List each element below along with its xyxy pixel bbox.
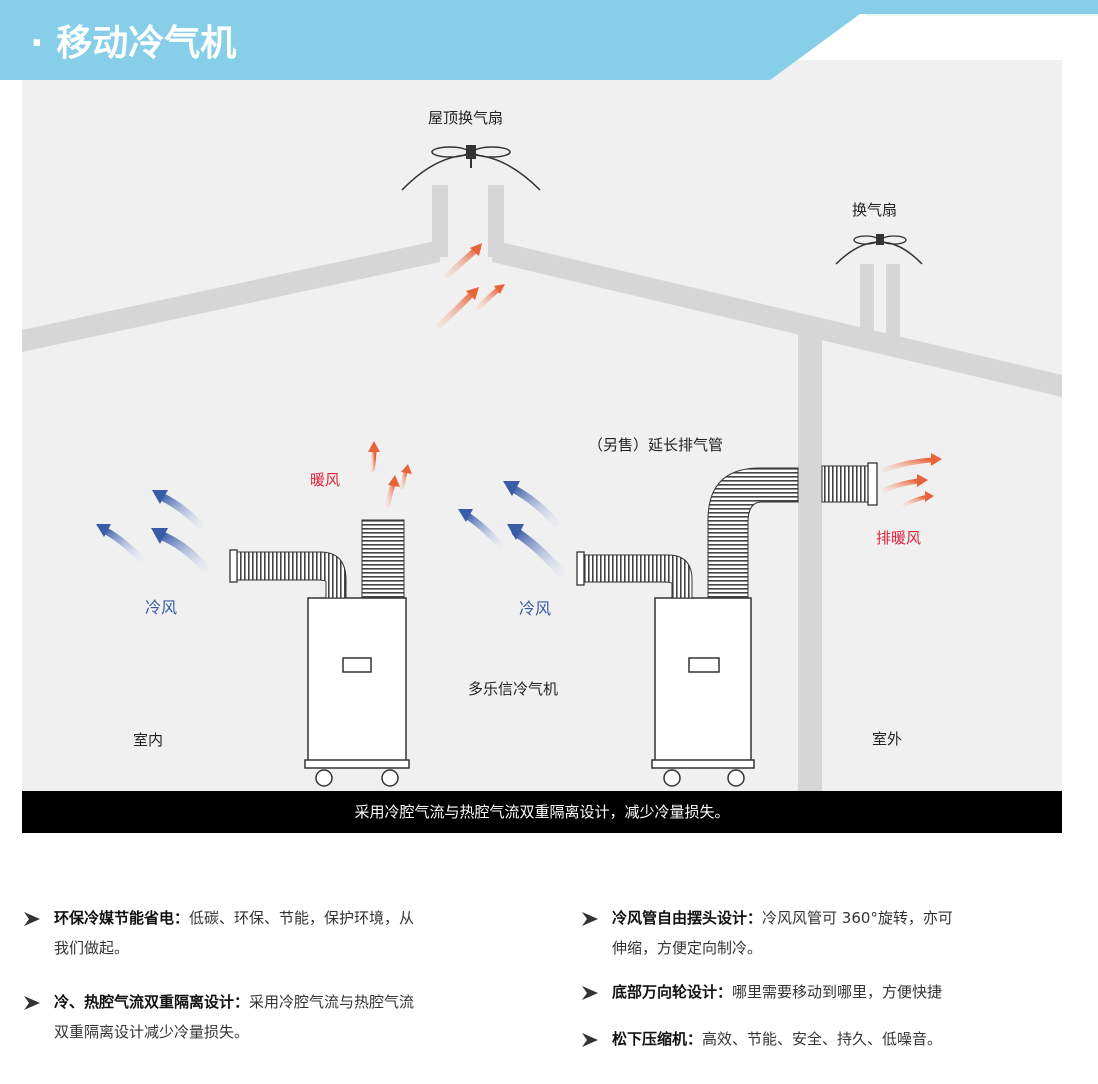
vent-fan-label: 换气扇 — [852, 201, 898, 219]
header-band — [0, 0, 1098, 80]
chevron-right-icon — [24, 912, 40, 926]
roof-warm-arrows — [437, 243, 505, 328]
page-title: · 移动冷气机 — [30, 23, 237, 64]
feature-text: 低碳、环保、节能，保护环境，从 — [189, 909, 415, 927]
feature-item: 冷风管自由摆头设计：冷风风管可 360°旋转，亦可 伸缩，方便定向制冷。 — [582, 903, 1052, 963]
right-aircon-unit — [576, 462, 878, 787]
right-warm-arrows — [882, 453, 942, 507]
extension-duct-label: （另售）延长排气管 — [588, 436, 724, 454]
roof-fan-icon — [431, 145, 511, 168]
middle-cold-arrows — [458, 481, 565, 577]
indoor-label: 室内 — [133, 731, 164, 749]
left-cold-arrows — [96, 490, 210, 573]
feature-text: 采用冷腔气流与热腔气流 — [249, 993, 415, 1011]
feature-title: 环保冷媒节能省电： — [54, 909, 190, 927]
feature-text-line2: 伸缩，方便定向制冷。 — [612, 939, 763, 957]
left-warm-arrows — [368, 441, 412, 508]
feature-title: 底部万向轮设计： — [612, 983, 733, 1001]
feature-item: 冷、热腔气流双重隔离设计：采用冷腔气流与热腔气流 双重隔离设计减少冷量损失。 — [24, 987, 494, 1047]
feature-text: 冷风风管可 360°旋转，亦可 — [762, 909, 953, 927]
product-label: 多乐信冷气机 — [468, 680, 559, 698]
feature-text: 高效、节能、安全、持久、低噪音。 — [702, 1030, 943, 1048]
roof-vent-pipe-left — [432, 185, 448, 257]
feature-title: 松下压缩机： — [612, 1030, 703, 1048]
roof-right — [492, 240, 1062, 397]
roof-vent-pipe-right — [488, 185, 504, 257]
feature-text: 哪里需要移动到哪里，方便快捷 — [732, 983, 943, 1001]
bottom-caption: 采用冷腔气流与热腔气流双重隔离设计，减少冷量损失。 — [354, 803, 730, 821]
warm-air-label: 暖风 — [310, 471, 341, 489]
feature-title: 冷风管自由摆头设计： — [612, 909, 763, 927]
feature-text-line2: 双重隔离设计减少冷量损失。 — [54, 1023, 250, 1041]
wall-pillar — [798, 320, 822, 800]
cold-air-left-label: 冷风 — [145, 598, 178, 617]
roof-left — [22, 240, 440, 352]
feature-item: 环保冷媒节能省电：低碳、环保、节能，保护环境，从 我们做起。 — [24, 903, 494, 963]
chevron-right-icon — [582, 912, 598, 926]
caption-bar — [22, 791, 1062, 833]
exhaust-warm-label: 排暖风 — [876, 529, 922, 547]
cold-air-middle-label: 冷风 — [519, 599, 552, 618]
vent-pipe-right — [886, 264, 900, 346]
vent-fan-icon — [853, 234, 907, 245]
left-aircon-unit — [229, 519, 410, 787]
vent-pipe-left — [860, 264, 874, 334]
diagram-background — [22, 60, 1062, 800]
roof-fan-label: 屋顶换气扇 — [428, 109, 504, 127]
feature-text-line2: 我们做起。 — [54, 939, 130, 957]
outdoor-label: 室外 — [872, 730, 903, 748]
airflow-diagram — [22, 60, 1062, 833]
feature-item: 松下压缩机：高效、节能、安全、持久、低噪音。 — [582, 1024, 1052, 1054]
chevron-right-icon — [24, 996, 40, 1010]
feature-title: 冷、热腔气流双重隔离设计： — [54, 993, 250, 1011]
chevron-right-icon — [582, 1033, 598, 1047]
chevron-right-icon — [582, 986, 598, 1000]
feature-item: 底部万向轮设计：哪里需要移动到哪里，方便快捷 — [582, 977, 1052, 1007]
